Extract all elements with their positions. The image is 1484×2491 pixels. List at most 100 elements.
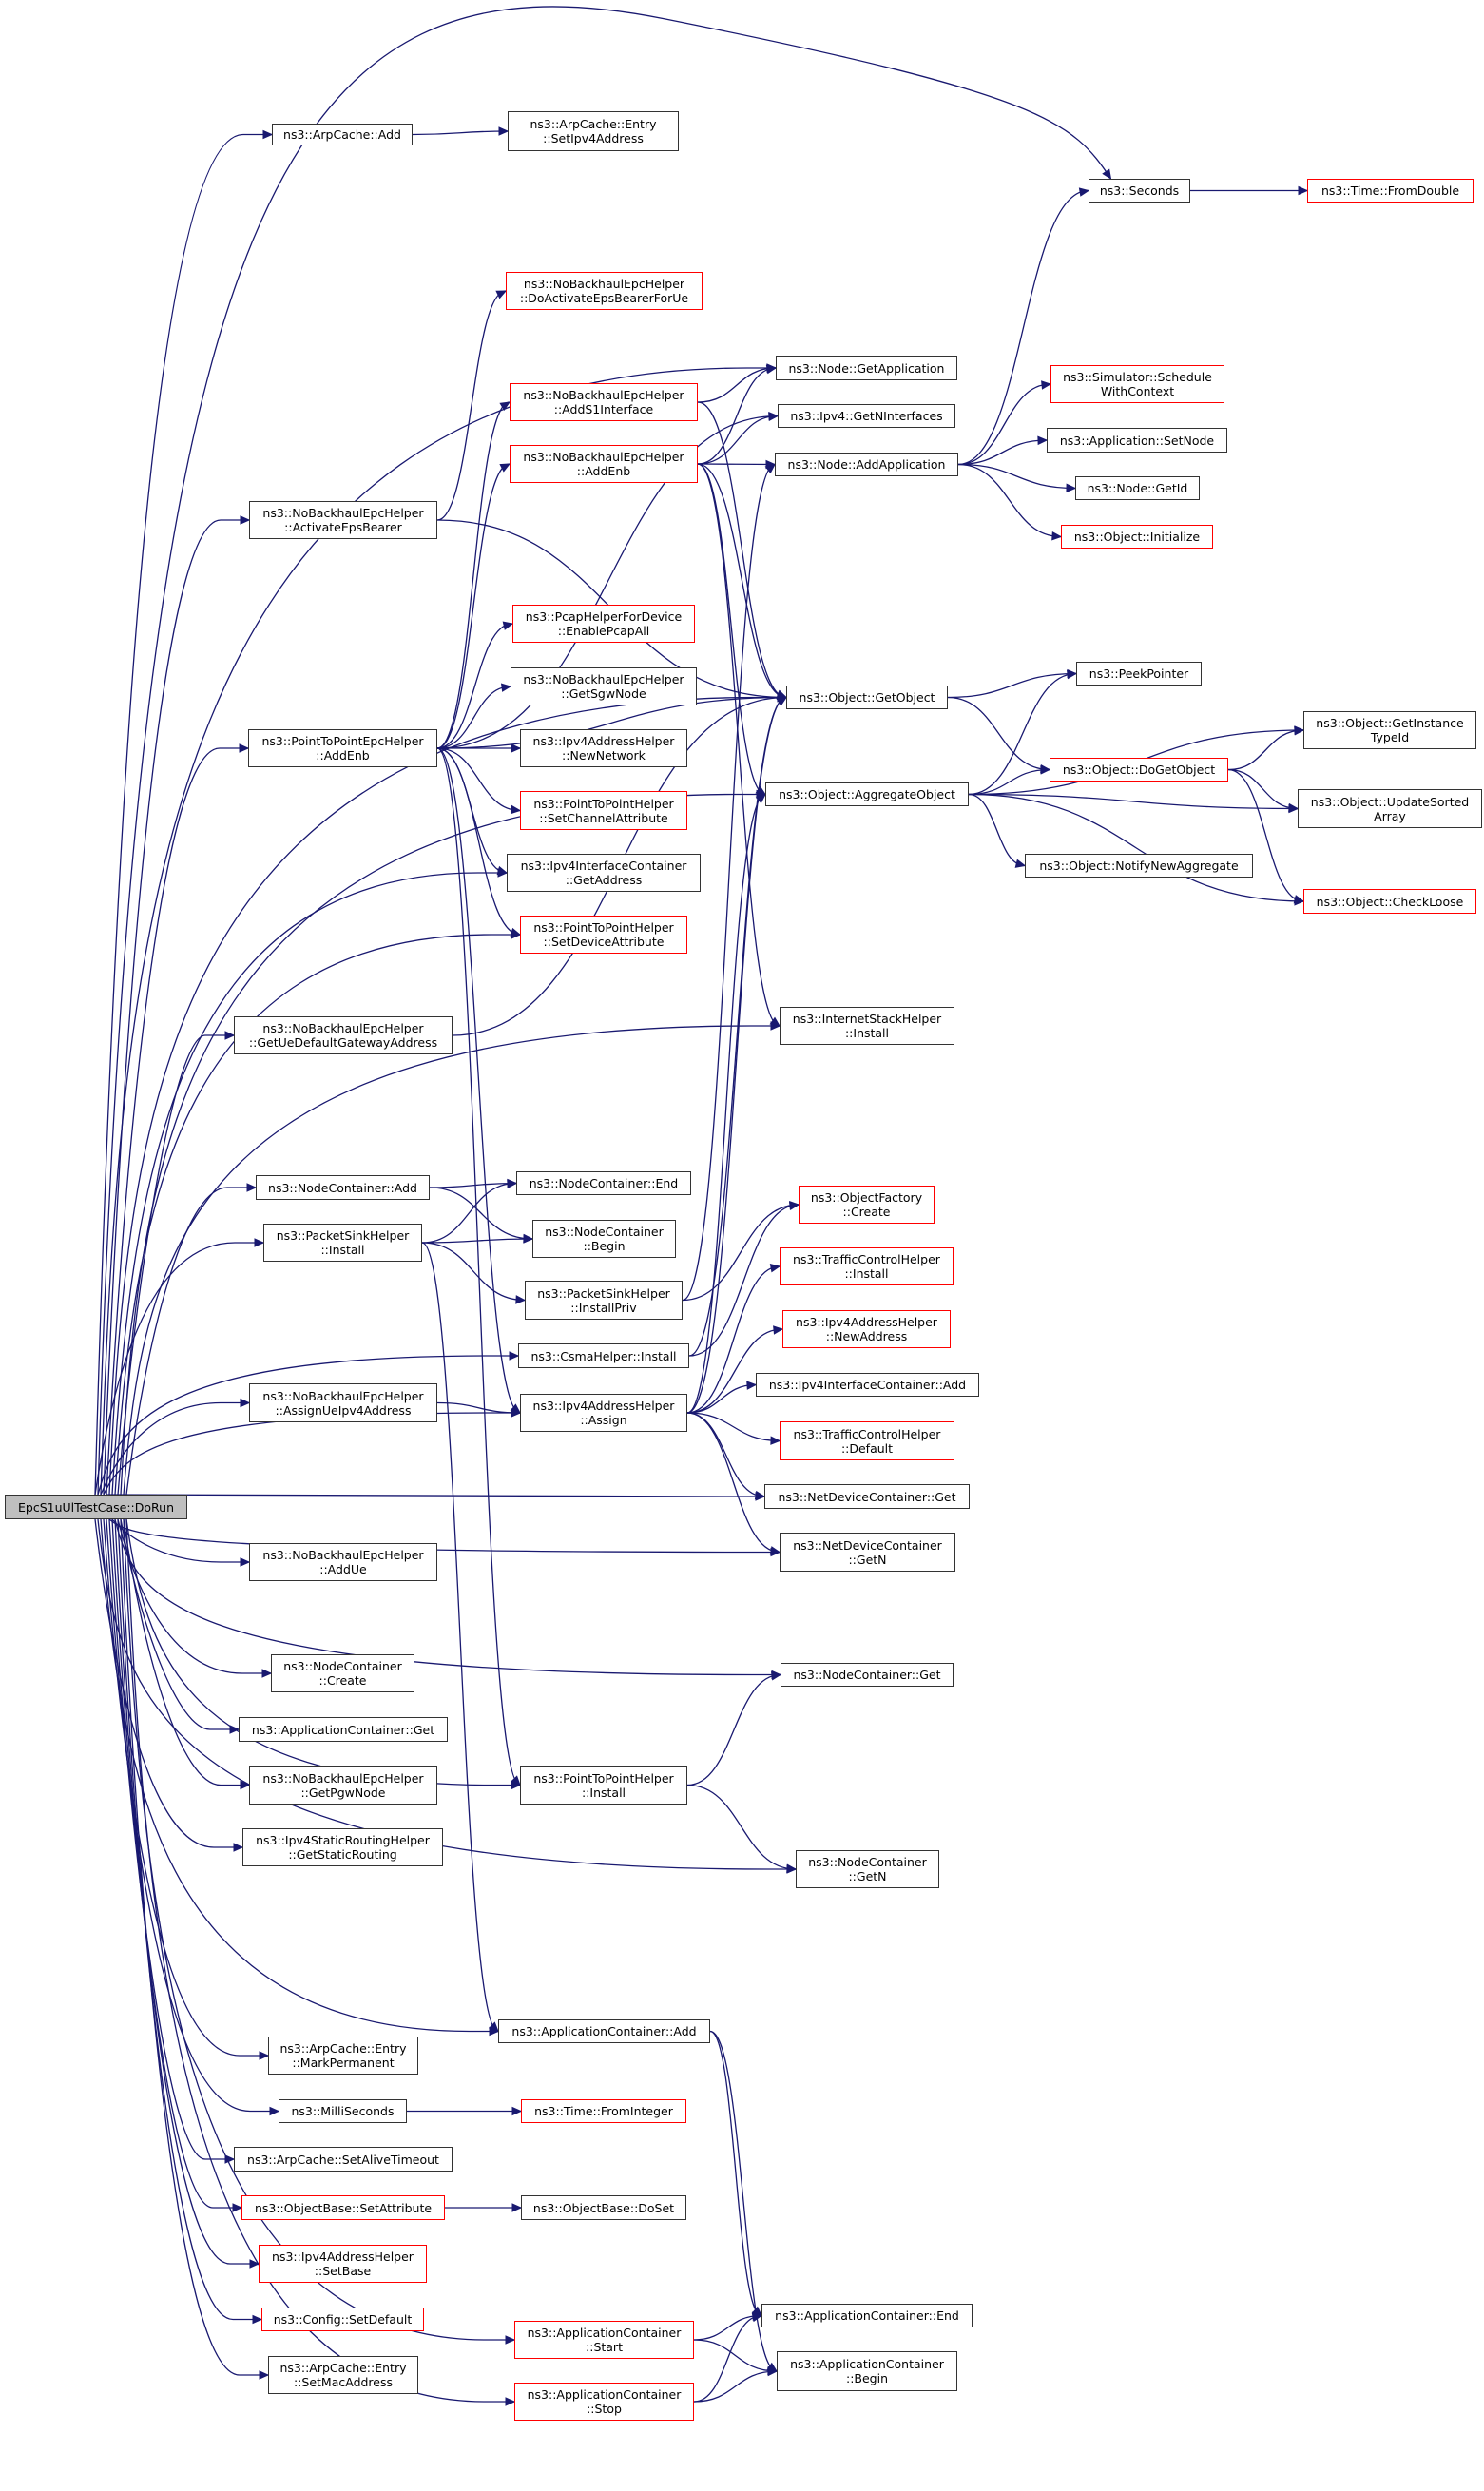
node-static-routing[interactable]: ns3::Ipv4StaticRoutingHelper ::GetStatic… xyxy=(242,1828,443,1866)
node-get-object[interactable]: ns3::Object::GetObject xyxy=(786,686,948,709)
node-nc-get-n[interactable]: ns3::NodeContainer ::GetN xyxy=(796,1850,939,1888)
node-peek-pointer[interactable]: ns3::PeekPointer xyxy=(1076,662,1202,686)
node-set-alive[interactable]: ns3::ArpCache::SetAliveTimeout xyxy=(234,2147,453,2172)
edge-get-object-to-peek-pointer xyxy=(947,672,1077,699)
node-pcap-all[interactable]: ns3::PcapHelperForDevice ::EnablePcapAll xyxy=(512,605,695,643)
node-do-run: EpcS1uUlTestCase::DoRun xyxy=(5,1495,187,1519)
node-get-instance-type-id[interactable]: ns3::Object::GetInstance TypeId xyxy=(1303,711,1476,749)
node-csma-install[interactable]: ns3::CsmaHelper::Install xyxy=(518,1343,689,1368)
node-p2p-install[interactable]: ns3::PointToPointHelper ::Install xyxy=(520,1766,687,1805)
node-set-base[interactable]: ns3::Ipv4AddressHelper ::SetBase xyxy=(259,2245,427,2283)
node-app-set-node[interactable]: ns3::Application::SetNode xyxy=(1047,428,1227,453)
arrowhead-icon xyxy=(1041,380,1052,390)
edge-activate-eps-to-do-activate xyxy=(436,290,507,521)
node-internet-stack[interactable]: ns3::InternetStackHelper ::Install xyxy=(780,1007,954,1045)
node-ndc-get[interactable]: ns3::NetDeviceContainer::Get xyxy=(764,1484,970,1509)
node-nb-add-enb[interactable]: ns3::NoBackhaulEpcHelper ::AddEnb xyxy=(510,445,698,483)
node-get-application[interactable]: ns3::Node::GetApplication xyxy=(776,356,957,380)
node-ac-end[interactable]: ns3::ApplicationContainer::End xyxy=(761,2304,973,2327)
node-milli-seconds[interactable]: ns3::MilliSeconds xyxy=(279,2099,407,2123)
edge-ipv4-assign-to-ndc-get xyxy=(686,1412,765,1497)
arrowhead-icon xyxy=(495,290,508,299)
node-get-ninterfaces[interactable]: ns3::Ipv4::GetNInterfaces xyxy=(778,404,955,428)
node-tc-default[interactable]: ns3::TrafficControlHelper ::Default xyxy=(780,1421,954,1460)
node-from-integer[interactable]: ns3::Time::FromInteger xyxy=(521,2099,686,2123)
node-new-address[interactable]: ns3::Ipv4AddressHelper ::NewAddress xyxy=(782,1310,951,1348)
node-set-channel-attr[interactable]: ns3::PointToPointHelper ::SetChannelAttr… xyxy=(520,791,687,830)
node-config-default[interactable]: ns3::Config::SetDefault xyxy=(261,2308,424,2331)
edge-do-run-to-nc-get xyxy=(114,1518,781,1676)
node-schedule-ctx[interactable]: ns3::Simulator::Schedule WithContext xyxy=(1050,365,1224,403)
node-nc-begin[interactable]: ns3::NodeContainer ::Begin xyxy=(532,1220,676,1258)
node-obj-init[interactable]: ns3::Object::Initialize xyxy=(1061,525,1213,549)
node-obj-factory-create[interactable]: ns3::ObjectFactory ::Create xyxy=(799,1186,935,1224)
node-ipv4-assign[interactable]: ns3::Ipv4AddressHelper ::Assign xyxy=(520,1394,687,1432)
node-ps-install[interactable]: ns3::PacketSinkHelper ::Install xyxy=(263,1224,422,1262)
node-from-double[interactable]: ns3::Time::FromDouble xyxy=(1307,179,1474,203)
edge-do-run-to-set-device-attr xyxy=(114,934,520,1496)
node-new-network[interactable]: ns3::Ipv4AddressHelper ::NewNetwork xyxy=(520,729,687,767)
edge-ac-stop-to-ac-end xyxy=(693,2314,762,2403)
edge-ps-install-to-nc-end xyxy=(421,1182,517,1244)
arrowhead-icon xyxy=(1051,531,1063,541)
arrowhead-icon xyxy=(511,804,522,815)
edge-do-run-to-internet-stack xyxy=(123,1025,780,1496)
node-ac-begin[interactable]: ns3::ApplicationContainer ::Begin xyxy=(777,2351,957,2391)
edge-nb-add-enb-to-add-application xyxy=(697,463,776,466)
edge-aggregate-object-to-check-loose xyxy=(968,793,1304,902)
arrowhead-icon xyxy=(768,412,780,422)
node-ac-stop[interactable]: ns3::ApplicationContainer ::Stop xyxy=(514,2383,694,2421)
edge-ac-stop-to-ac-begin xyxy=(693,2370,778,2403)
node-if-get-address[interactable]: ns3::Ipv4InterfaceContainer ::GetAddress xyxy=(507,854,701,892)
node-aggregate-object[interactable]: ns3::Object::AggregateObject xyxy=(765,782,969,806)
edge-do-run-to-milli-seconds xyxy=(106,1518,279,2113)
node-p2p-add-enb[interactable]: ns3::PointToPointEpcHelper ::AddEnb xyxy=(248,729,437,767)
node-set-attribute[interactable]: ns3::ObjectBase::SetAttribute xyxy=(241,2195,445,2220)
arrowhead-icon xyxy=(1040,765,1051,775)
edge-ipv4-assign-to-tc-default xyxy=(686,1412,781,1442)
node-activate-eps[interactable]: ns3::NoBackhaulEpcHelper ::ActivateEpsBe… xyxy=(249,501,437,539)
arrowhead-icon xyxy=(769,1546,781,1555)
node-tc-install[interactable]: ns3::TrafficControlHelper ::Install xyxy=(780,1247,954,1285)
node-get-ue-gw[interactable]: ns3::NoBackhaulEpcHelper ::GetUeDefaultG… xyxy=(234,1016,453,1054)
node-nc-create[interactable]: ns3::NodeContainer ::Create xyxy=(271,1654,414,1692)
edge-do-get-object-to-update-sorted xyxy=(1227,768,1299,810)
node-do-activate[interactable]: ns3::NoBackhaulEpcHelper ::DoActivateEps… xyxy=(506,272,703,310)
node-node-get-id[interactable]: ns3::Node::GetId xyxy=(1075,476,1200,500)
node-arp-set-ipv4[interactable]: ns3::ArpCache::Entry ::SetIpv4Address xyxy=(508,111,679,151)
node-add-application[interactable]: ns3::Node::AddApplication xyxy=(775,453,958,476)
node-get-pgw[interactable]: ns3::NoBackhaulEpcHelper ::GetPgwNode xyxy=(249,1766,437,1805)
arrowhead-icon xyxy=(1298,185,1309,196)
node-get-sgw[interactable]: ns3::NoBackhaulEpcHelper ::GetSgwNode xyxy=(511,667,697,705)
node-ac-get[interactable]: ns3::ApplicationContainer::Get xyxy=(239,1717,448,1742)
node-nc-end[interactable]: ns3::NodeContainer::End xyxy=(516,1171,691,1195)
node-ac-start[interactable]: ns3::ApplicationContainer ::Start xyxy=(514,2321,694,2359)
edge-p2p-add-enb-to-set-device-attr xyxy=(436,747,521,936)
node-assign-ue-ipv4[interactable]: ns3::NoBackhaulEpcHelper ::AssignUeIpv4A… xyxy=(249,1383,437,1422)
node-ndc-get-n[interactable]: ns3::NetDeviceContainer ::GetN xyxy=(780,1533,955,1572)
node-seconds[interactable]: ns3::Seconds xyxy=(1089,179,1190,203)
node-nc-add[interactable]: ns3::NodeContainer::Add xyxy=(256,1175,430,1200)
node-check-loose[interactable]: ns3::Object::CheckLoose xyxy=(1303,889,1476,914)
arrowhead-icon xyxy=(755,793,766,804)
node-set-mac[interactable]: ns3::ArpCache::Entry ::SetMacAddress xyxy=(268,2356,418,2394)
edge-do-run-to-assign-ue-ipv4 xyxy=(100,1401,249,1496)
node-add-ue[interactable]: ns3::NoBackhaulEpcHelper ::AddUe xyxy=(249,1543,437,1581)
node-do-set[interactable]: ns3::ObjectBase::DoSet xyxy=(521,2195,686,2220)
node-ps-install-priv[interactable]: ns3::PacketSinkHelper ::InstallPriv xyxy=(525,1281,683,1320)
node-update-sorted[interactable]: ns3::Object::UpdateSorted Array xyxy=(1298,789,1482,828)
node-ac-add[interactable]: ns3::ApplicationContainer::Add xyxy=(498,2019,710,2043)
node-set-device-attr[interactable]: ns3::PointToPointHelper ::SetDeviceAttri… xyxy=(520,916,687,954)
edge-add-application-to-seconds xyxy=(957,189,1089,466)
arrowhead-icon xyxy=(499,463,511,473)
node-nc-get[interactable]: ns3::NodeContainer::Get xyxy=(781,1663,954,1687)
node-notify-new-agg[interactable]: ns3::Object::NotifyNewAggregate xyxy=(1025,854,1253,878)
node-if-add[interactable]: ns3::Ipv4InterfaceContainer::Add xyxy=(756,1373,979,1397)
node-do-get-object[interactable]: ns3::Object::DoGetObject xyxy=(1050,758,1228,782)
node-add-s1[interactable]: ns3::NoBackhaulEpcHelper ::AddS1Interfac… xyxy=(510,383,698,421)
arrowhead-icon xyxy=(507,1179,518,1188)
node-arp-add[interactable]: ns3::ArpCache::Add xyxy=(272,124,413,145)
edge-aggregate-object-to-do-get-object xyxy=(968,768,1050,796)
arrowhead-icon xyxy=(773,1325,784,1335)
node-mark-permanent[interactable]: ns3::ArpCache::Entry ::MarkPermanent xyxy=(268,2037,418,2075)
